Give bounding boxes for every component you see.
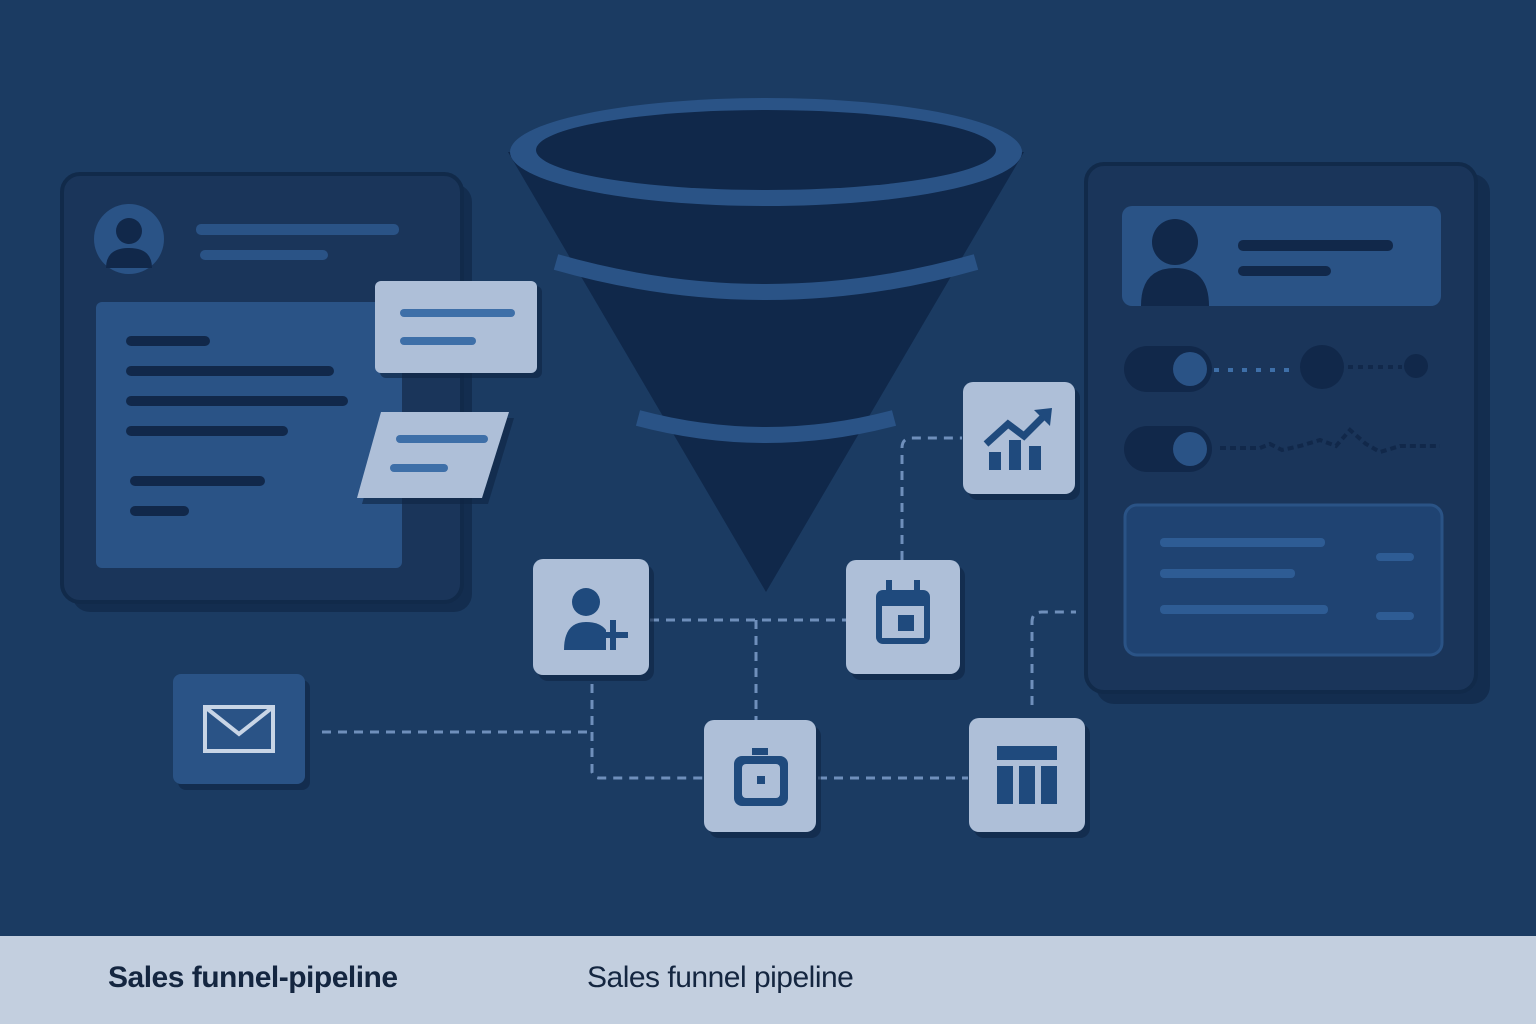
caption-bar: Sales funnel-pipeline Sales funnel pipel… — [0, 936, 1536, 1024]
profile-avatar-icon — [1141, 219, 1209, 306]
add-user-tile — [533, 559, 654, 681]
toggle-row-1 — [1124, 345, 1428, 392]
stopwatch-icon — [734, 748, 788, 806]
right-profile-panel — [1084, 162, 1490, 704]
message-card-top — [375, 281, 542, 378]
connector-lines — [322, 436, 1076, 780]
table-tile — [969, 718, 1090, 838]
message-card-slanted — [357, 412, 514, 504]
left-document-panel — [60, 172, 472, 612]
illustration-scene — [0, 0, 1536, 936]
caption-bold-label: Sales funnel-pipeline — [108, 961, 398, 994]
calendar-icon — [876, 580, 930, 644]
calendar-tile — [846, 560, 965, 680]
envelope-icon — [203, 705, 275, 753]
caption-regular-label: Sales funnel pipeline — [587, 961, 854, 994]
envelope-tile — [173, 674, 310, 790]
growth-chart-tile — [963, 382, 1080, 500]
growth-chart-icon — [983, 408, 1052, 470]
stopwatch-tile — [704, 720, 821, 838]
table-icon — [997, 746, 1057, 804]
add-user-icon — [564, 588, 628, 650]
details-card — [1123, 503, 1444, 657]
user-avatar-icon — [94, 204, 164, 274]
funnel-icon — [508, 98, 1024, 592]
toggle-row-2 — [1124, 426, 1440, 472]
